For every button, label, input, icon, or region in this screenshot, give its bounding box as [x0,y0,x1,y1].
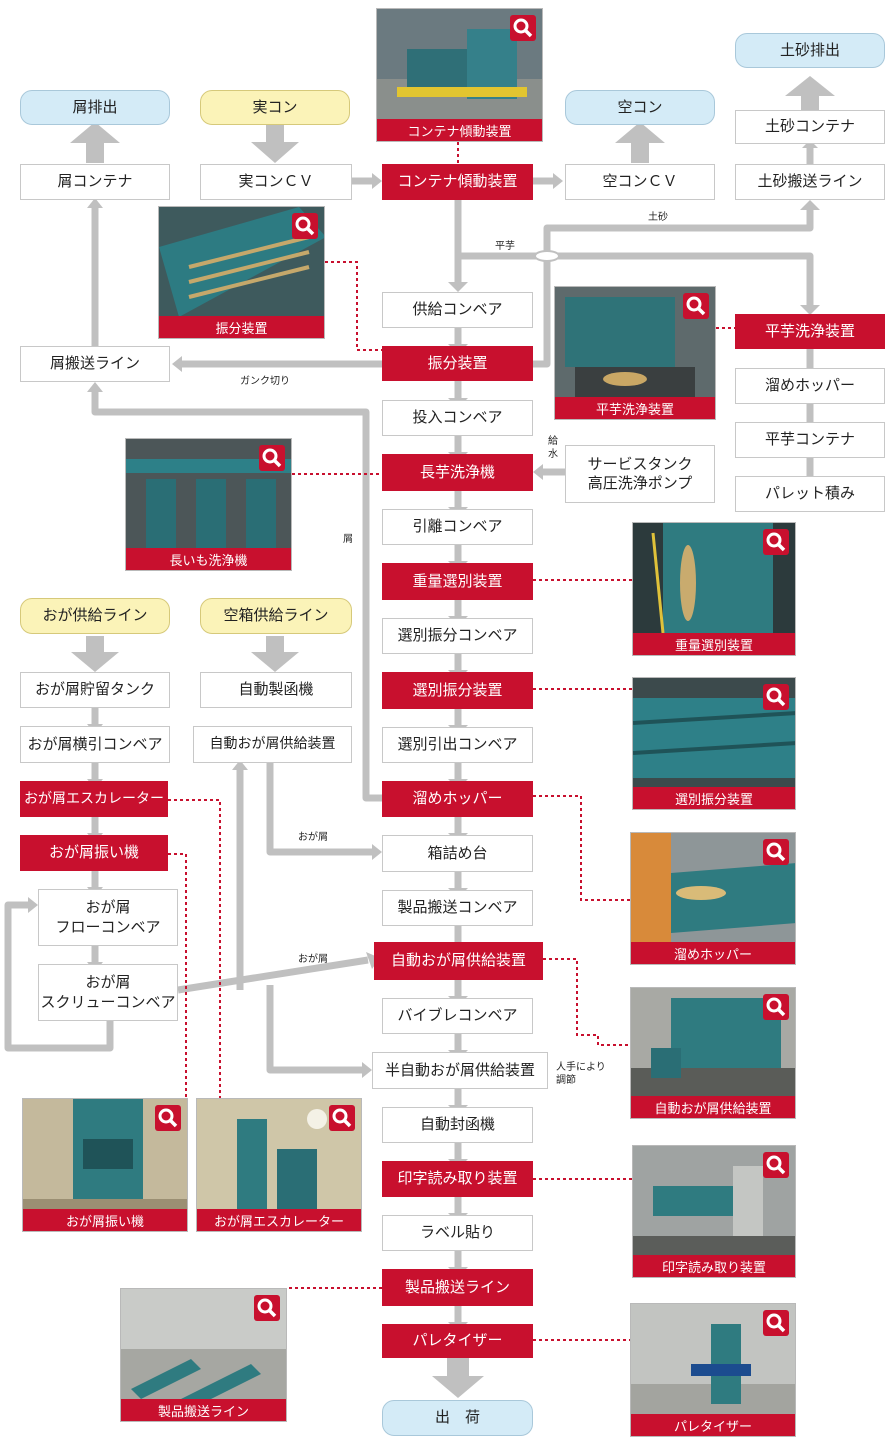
vibrate-conveyor-node: バイブレコンベア [382,998,533,1034]
magnifier-icon[interactable] [763,529,789,555]
photo-caption: おが屑エスカレーター [197,1209,361,1231]
gank-label: ガンク切り [240,376,290,387]
senbetsu-shinbun-node: 選別振分装置 [382,672,533,709]
photo-container-keido[interactable]: コンテナ傾動装置 [376,8,543,142]
photo-oga-escalator[interactable]: おが屑エスカレーター [196,1098,362,1232]
magnifier-icon[interactable] [763,684,789,710]
oga-flow-conveyor-node: おが屑フローコンベア [38,889,178,946]
magnifier-icon[interactable] [292,213,318,239]
photo-caption: 振分装置 [159,316,324,338]
photo-juryo[interactable]: 重量選別装置 [632,522,796,656]
kyusui-label-1: 給 [548,436,558,447]
kyokyu-conveyor-node: 供給コンベア [382,292,533,328]
pallet-node: パレット積み [735,476,885,512]
dosha-hanso-node: 土砂搬送ライン [735,164,885,200]
kuzu-hanso-node: 屑搬送ライン [20,346,170,382]
magnifier-icon[interactable] [254,1295,280,1321]
photo-shinbun[interactable]: 振分装置 [158,206,325,339]
photo-caption: 長いも洗浄機 [126,548,291,570]
magnifier-icon[interactable] [510,15,536,41]
tame-hopper-right-node: 溜めホッパー [735,368,885,404]
service-tank-node: サービスタンク高圧洗浄ポンプ [565,445,715,503]
kara-con-cv-node: 空コンＣＶ [565,164,715,200]
tonyu-conveyor-node: 投入コンベア [382,400,533,436]
kyusui-label-2: 水 [548,449,558,460]
photo-senbetsu-shinbun[interactable]: 選別振分装置 [632,677,796,810]
photo-caption: 重量選別装置 [633,633,795,655]
magnifier-icon[interactable] [155,1105,181,1131]
jitsu-con-node: 実コン [200,90,350,125]
seihin-conveyor-node: 製品搬送コンベア [382,890,533,926]
semi-auto-ogakuzu-node: 半自動おが屑供給装置 [372,1052,548,1089]
palletizer-node: パレタイザー [382,1324,533,1358]
photo-caption: 印字読み取り装置 [633,1255,795,1277]
kuzu-label: 屑 [343,534,353,545]
senbetsu-hikidashi-node: 選別引出コンベア [382,727,533,763]
photo-hiraimo-senjo[interactable]: 平芋洗浄装置 [554,286,716,420]
oga-yokobiki-node: おが屑横引コンベア [20,726,170,763]
photo-caption: おが屑振い機 [23,1209,187,1231]
magnifier-icon[interactable] [763,1310,789,1336]
photo-caption: 溜めホッパー [631,942,795,964]
hikihanashi-conveyor-node: 引離コンベア [382,509,533,545]
photo-caption: 自動おが屑供給装置 [631,1096,795,1118]
nagaimo-senjo-node: 長芋洗浄機 [382,454,533,491]
photo-caption: コンテナ傾動装置 [377,119,542,141]
auto-seikan-node: 自動製函機 [200,672,352,708]
dosha-haishutsu-node: 土砂排出 [735,33,885,68]
juryo-senbetsu-node: 重量選別装置 [382,563,533,600]
ogakuzu-label-2: おが屑 [298,954,328,965]
oga-screw-conveyor-node: おが屑スクリューコンベア [38,964,178,1021]
photo-oga-furui[interactable]: おが屑振い機 [22,1098,188,1232]
senbetsu-shinbun-conveyor-node: 選別振分コンベア [382,618,533,654]
photo-caption: パレタイザー [631,1414,795,1436]
photo-palletizer[interactable]: パレタイザー [630,1303,796,1437]
container-keido-node: コンテナ傾動装置 [382,164,533,200]
tede-label-2: 調節 [556,1075,576,1086]
kuzu-haishutsu-node: 屑排出 [20,90,170,125]
oga-furui-node: おが屑振い機 [20,835,168,871]
kuzu-container-node: 屑コンテナ [20,164,170,200]
magnifier-icon[interactable] [683,293,709,319]
ogakuzu-label-1: おが屑 [298,832,328,843]
oga-line-node: おが供給ライン [20,598,170,634]
hiraimo-label: 平芋 [495,241,515,252]
seihin-line-node: 製品搬送ライン [382,1269,533,1306]
tede-label-1: 人手により [556,1062,606,1073]
magnifier-icon[interactable] [763,1152,789,1178]
oga-tank-node: おが屑貯留タンク [20,672,170,708]
dosha-container-node: 土砂コンテナ [735,110,885,144]
auto-fukan-node: 自動封函機 [382,1107,533,1143]
photo-inji[interactable]: 印字読み取り装置 [632,1145,796,1278]
photo-caption: 製品搬送ライン [121,1399,286,1421]
photo-seihin-line[interactable]: 製品搬送ライン [120,1288,287,1422]
dosha-label: 土砂 [648,212,668,223]
hiraimo-container-node: 平芋コンテナ [735,422,885,458]
kara-con-node: 空コン [565,90,715,125]
auto-oga-kyokyu-node: 自動おが屑供給装置 [193,726,352,763]
oga-escalator-node: おが屑エスカレーター [20,781,168,817]
photo-caption: 平芋洗浄装置 [555,397,715,419]
shinbun-node: 振分装置 [382,346,533,381]
label-node: ラベル貼り [382,1215,533,1251]
hakozume-node: 箱詰め台 [382,835,533,872]
magnifier-icon[interactable] [259,445,285,471]
photo-tame-hopper[interactable]: 溜めホッパー [630,832,796,965]
jitsu-con-cv-node: 実コンＣＶ [200,164,352,200]
photo-caption: 選別振分装置 [633,787,795,809]
hiraimo-senjo-node: 平芋洗浄装置 [735,314,885,349]
photo-auto-ogakuzu[interactable]: 自動おが屑供給装置 [630,987,796,1119]
shukka-node: 出 荷 [382,1400,533,1436]
magnifier-icon[interactable] [329,1105,355,1131]
photo-nagaimo-senjo[interactable]: 長いも洗浄機 [125,438,292,571]
tame-hopper-node: 溜めホッパー [382,781,533,817]
karabako-line-node: 空箱供給ライン [200,598,352,634]
magnifier-icon[interactable] [763,839,789,865]
inji-yomitori-node: 印字読み取り装置 [382,1161,533,1197]
auto-ogakuzu-node: 自動おが屑供給装置 [374,942,543,980]
magnifier-icon[interactable] [763,994,789,1020]
